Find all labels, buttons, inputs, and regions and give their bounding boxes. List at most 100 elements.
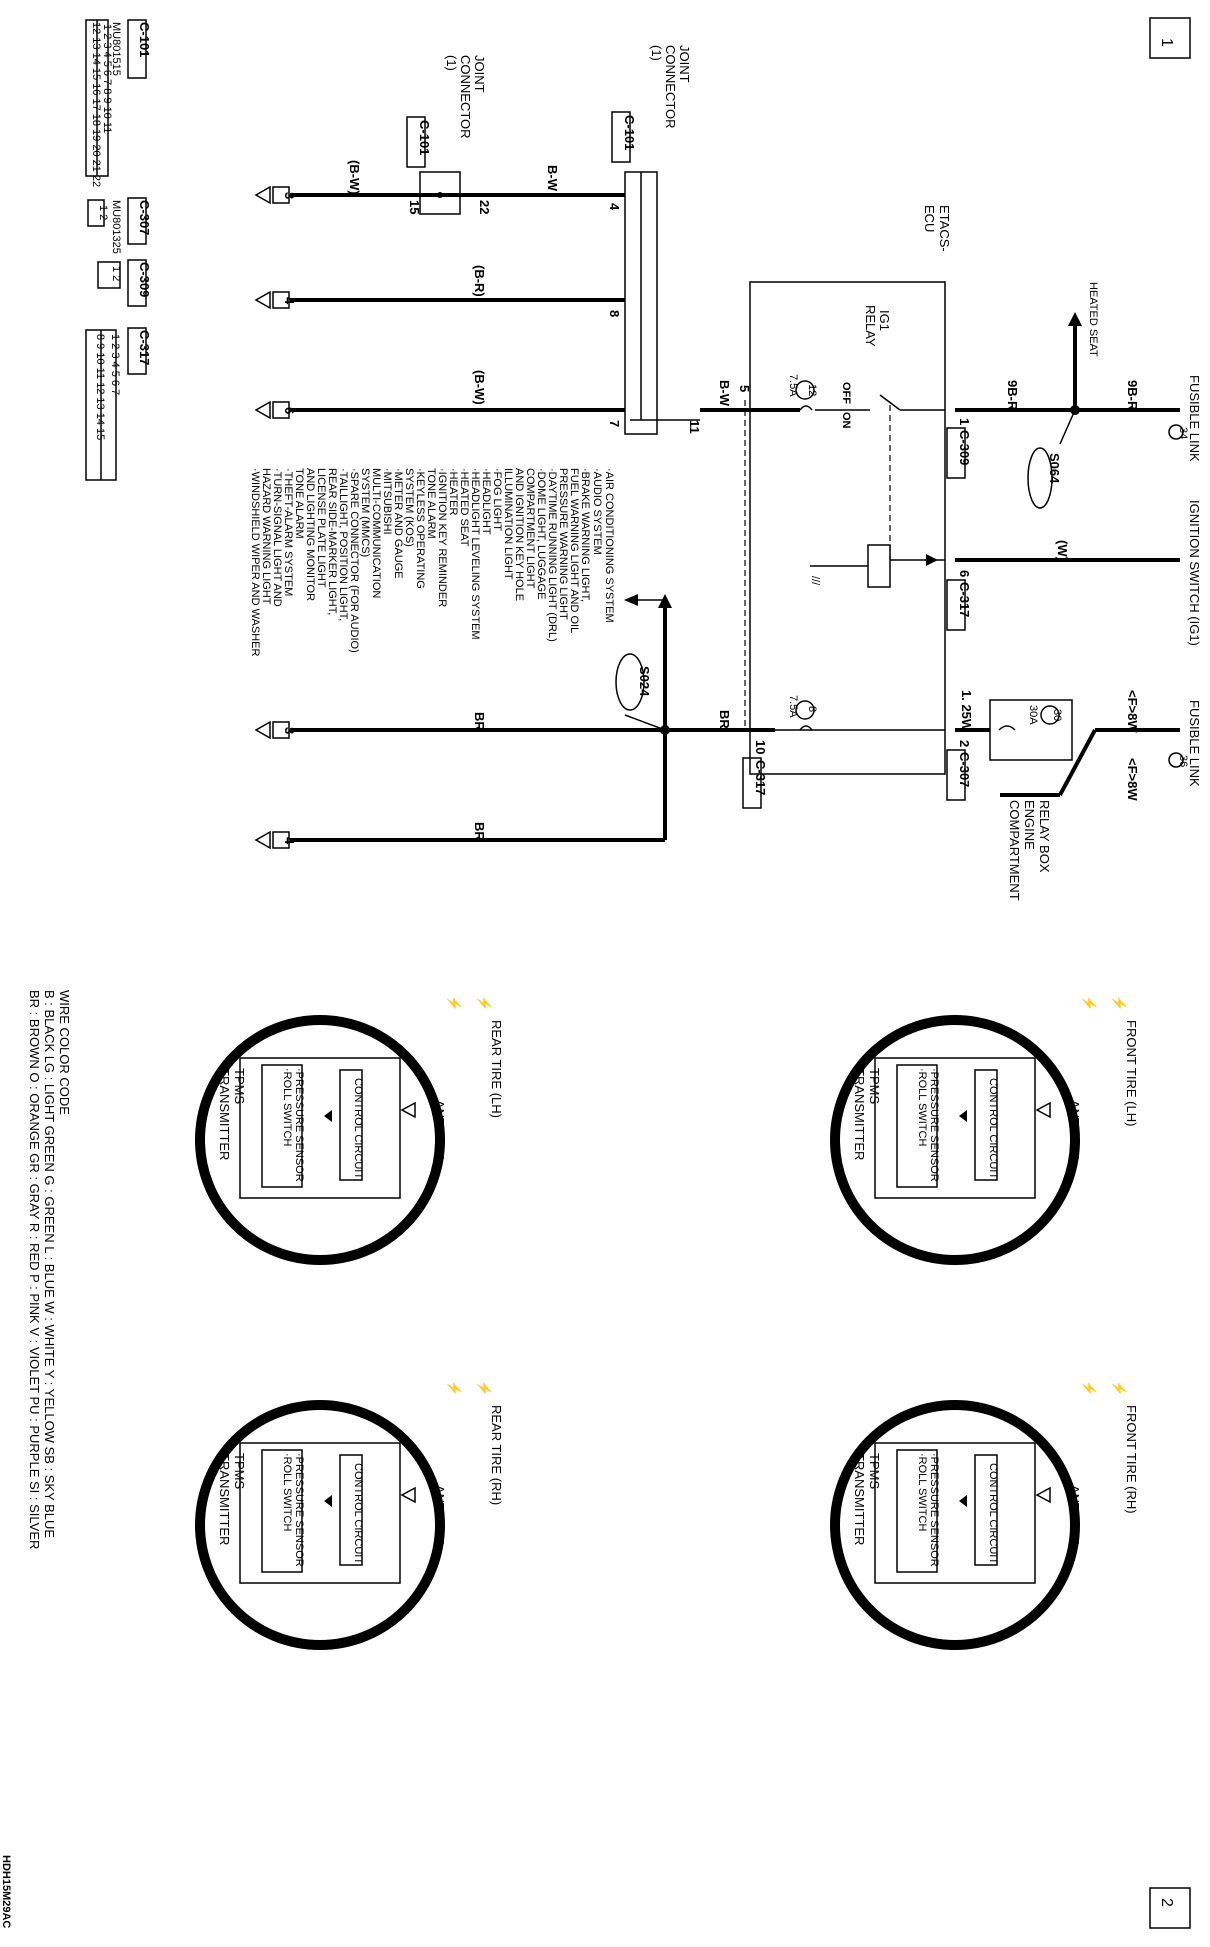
control-circuit-label: CONTROL CIRCUIT <box>987 1078 999 1179</box>
system-12: ·HEADLIGHT LEVELING SYSTEM <box>469 468 481 640</box>
fuse-12-num: 12 <box>806 384 818 396</box>
terminal-6 <box>272 401 290 419</box>
system-17: ·KEYLESS OPERATING <box>414 468 426 589</box>
sensor-2: ·ROLL SWITCH <box>916 1068 928 1146</box>
page-number-bottom: 2 <box>1158 1898 1175 1907</box>
wire-br-a: BR <box>717 710 732 729</box>
tpms-box <box>239 1057 401 1199</box>
svg-text:⚡: ⚡ <box>1081 995 1097 1011</box>
system-22: SYSTEM (MMCS) <box>359 468 371 557</box>
pin-22: 22 <box>477 200 492 214</box>
legend-c101-row1: 1 2 3 4 5 6 7 8 9 10 11 <box>101 24 113 133</box>
tire-ring <box>830 1015 1080 1265</box>
legend-c307-part: MU801325 <box>110 200 122 254</box>
transmitter-1: TPMS <box>867 1453 882 1489</box>
fuse-8-num: 8 <box>806 706 818 712</box>
svg-text:⚡: ⚡ <box>476 1380 492 1396</box>
control-circuit-box <box>339 1069 363 1181</box>
wire-br-b: BR <box>472 712 487 731</box>
tire-rear-rh: REAR TIRE (RH) ⚡ ⚡ ANTENNA CONTROL CIRCU… <box>195 1380 504 1650</box>
tire-ring <box>830 1400 1080 1650</box>
ig1-relay-line2: RELAY <box>863 305 878 347</box>
sensor-2: ·ROLL SWITCH <box>916 1453 928 1531</box>
tire-title: FRONT TIRE (LH) <box>1124 1020 1139 1126</box>
system-4: PRESSURE WARNING LIGHT <box>557 468 569 620</box>
tire-rear-lh: REAR TIRE (LH) ⚡ ⚡ ANTENNA CONTROL CIRCU… <box>195 995 504 1265</box>
term-3a: 3 <box>282 192 297 199</box>
control-circuit-box <box>339 1454 363 1566</box>
etacs-ecu-box[interactable] <box>749 281 946 775</box>
term-3b: 3 <box>282 727 297 734</box>
svg-text:⚡: ⚡ <box>446 995 462 1011</box>
system-20: ·MITSUBISHI <box>381 468 393 535</box>
system-25: REAR SIDE-MARKER LIGHT, <box>326 468 338 615</box>
system-30: ·TURN-SIGNAL LIGHT AND <box>271 468 283 607</box>
joint-connector-lower[interactable] <box>419 171 461 215</box>
system-list: ·AIR CONDITIONING SYSTEM ·AUDIO SYSTEM ·… <box>249 468 615 656</box>
tire-front-lh: FRONT TIRE (LH) ⚡ ⚡ ANTENNA CONTROL CIRC… <box>830 995 1139 1265</box>
system-5: ·DAYTIME RUNNING LIGHT (DRL) <box>546 468 558 642</box>
terminal-4b <box>272 831 290 849</box>
system-8: AND IGNITION KEY HOLE <box>513 468 525 601</box>
control-circuit-label: CONTROL CIRCUIT <box>352 1078 364 1179</box>
legend-c317-title: C-317 <box>137 330 152 365</box>
wire-8w-b: <F>8W <box>1125 758 1140 801</box>
system-6: ·DOME LIGHT, LUGGAGE <box>535 468 547 599</box>
sensor-2: ·ROLL SWITCH <box>281 1068 293 1146</box>
system-2: ·BRAKE WARNING LIGHT, <box>579 468 591 602</box>
pin-11: 11 <box>687 420 702 434</box>
tire-title: REAR TIRE (RH) <box>489 1405 504 1505</box>
joint-connector-upper-l2: CONNECTOR <box>663 45 678 129</box>
system-29: ·THEFT-ALARM SYSTEM <box>282 468 294 596</box>
antenna-label: ANTENNA <box>1067 1485 1082 1547</box>
svg-text:⚡: ⚡ <box>446 1380 462 1396</box>
relay-box-line3: COMPARTMENT <box>1007 800 1022 901</box>
legend-c307-title: C-307 <box>137 200 152 235</box>
svg-text:⚡: ⚡ <box>1111 995 1127 1011</box>
tire-ring <box>195 1015 445 1265</box>
footer-code: HDH15M29AC <box>0 1855 12 1928</box>
pin-15: 15 <box>407 200 422 214</box>
sensor-box <box>261 1064 303 1188</box>
system-32: ·WINDSHIELD WIPER AND WASHER <box>249 468 261 656</box>
system-11: ·HEADLIGHT <box>480 468 492 535</box>
page-number-bottom-box <box>1149 1887 1191 1929</box>
pin-c309: 1 <box>957 418 972 425</box>
system-24: ·TAILLIGHT, POSITION LIGHT, <box>337 468 349 621</box>
antenna-label: ANTENNA <box>1067 1100 1082 1162</box>
fuse-30-num: 30 <box>1051 709 1063 721</box>
joint-connector-upper-l1: JOINT <box>677 45 692 83</box>
tpms-box <box>239 1442 401 1584</box>
terminal-4a <box>272 291 290 309</box>
ig1-relay-line1: IG1 <box>877 310 892 331</box>
svg-text:⚡: ⚡ <box>1081 1380 1097 1396</box>
fusible-link-34-num: 34 <box>1177 427 1189 439</box>
system-9: ILLUMINATION LIGHT <box>502 468 514 580</box>
system-16: TONE ALARM <box>425 468 437 539</box>
wire-br-c: BR <box>472 822 487 841</box>
system-28: TONE ALARM <box>293 468 305 539</box>
joint-connector-upper-l3: (1) <box>649 45 664 61</box>
sensor-1: ·PRESSURE SENSOR <box>293 1453 305 1567</box>
system-3: FUEL WARNING LIGHT AND OIL <box>568 468 580 633</box>
joint-connector-lower-l2: CONNECTOR <box>458 55 473 139</box>
tpms-box <box>874 1057 1036 1199</box>
schematic: FUSIBLE LINK 34 9B-R HEATED SEAT 9B-R S0… <box>249 45 1202 901</box>
legend-c307-body <box>87 199 105 227</box>
transmitter-2: TRANSMITTER <box>852 1453 867 1545</box>
relay-box-line2: ENGINE <box>1022 800 1037 850</box>
joint-connector-lower-l1: JOINT <box>472 55 487 93</box>
svg-text:8 9 10 11 12 13 14 15: 8 9 10 11 12 13 14 15 <box>94 334 106 440</box>
control-circuit-box <box>974 1454 998 1566</box>
system-14: ·HEATER <box>447 468 459 516</box>
wire-bw-d: (B-W) <box>347 160 362 195</box>
splice-s024: S024 <box>637 666 652 697</box>
tire-ring <box>195 1400 445 1650</box>
system-27: AND LIGHTING MONITOR <box>304 468 316 601</box>
pin-7: 7 <box>607 420 622 427</box>
antenna-label: ANTENNA <box>432 1100 447 1162</box>
svg-text:1 2: 1 2 <box>110 266 122 281</box>
legend-c101-row2: 12 13 14 15 16 17 18 19 20 21 22 <box>90 22 102 187</box>
term-4a: 4 <box>282 297 297 305</box>
